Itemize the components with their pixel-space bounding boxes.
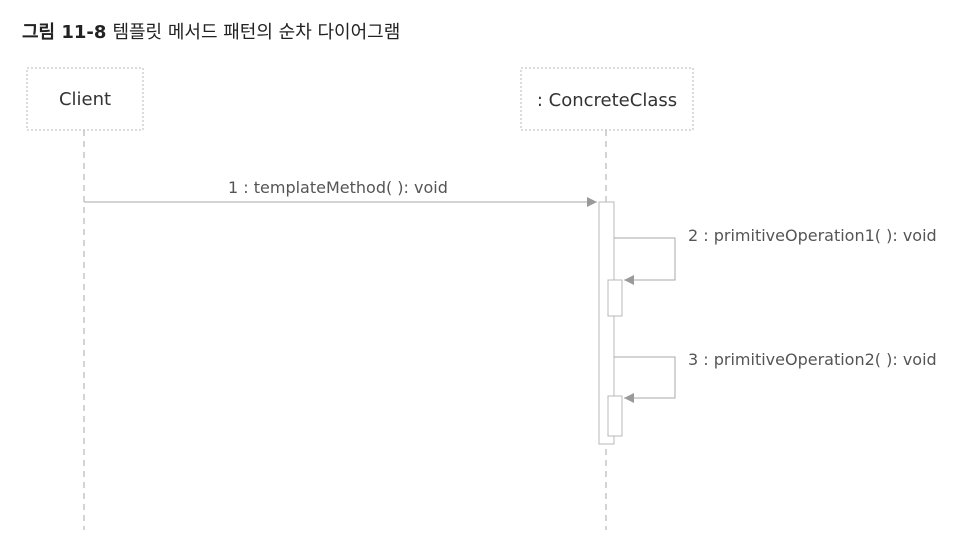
- activation-bar-operation1: [607, 279, 623, 317]
- activation-bar-main: [598, 201, 615, 445]
- participant-box-client: [26, 67, 144, 131]
- participant-label-concrete-class: : ConcreteClass: [537, 90, 677, 111]
- participant-label-client: Client: [59, 89, 111, 110]
- message-label-primitive-operation2: 3 : primitiveOperation2( ): void: [688, 350, 937, 369]
- figure-number: 그림 11-8: [22, 22, 107, 43]
- message-arrow-primitive-operation2: [614, 356, 676, 403]
- figure-title: 템플릿 메서드 패턴의 순차 다이어그램: [112, 22, 401, 43]
- message-label-primitive-operation1: 2 : primitiveOperation1( ): void: [688, 226, 937, 245]
- message-label-template-method: 1 : templateMethod( ): void: [228, 178, 448, 197]
- participant-client: Client: [26, 67, 144, 131]
- activation-bar-operation2: [607, 395, 623, 437]
- message-arrow-primitive-operation1: [614, 237, 676, 285]
- participant-concrete-class: : ConcreteClass: [520, 67, 694, 131]
- participant-box-concrete-class: [520, 67, 694, 131]
